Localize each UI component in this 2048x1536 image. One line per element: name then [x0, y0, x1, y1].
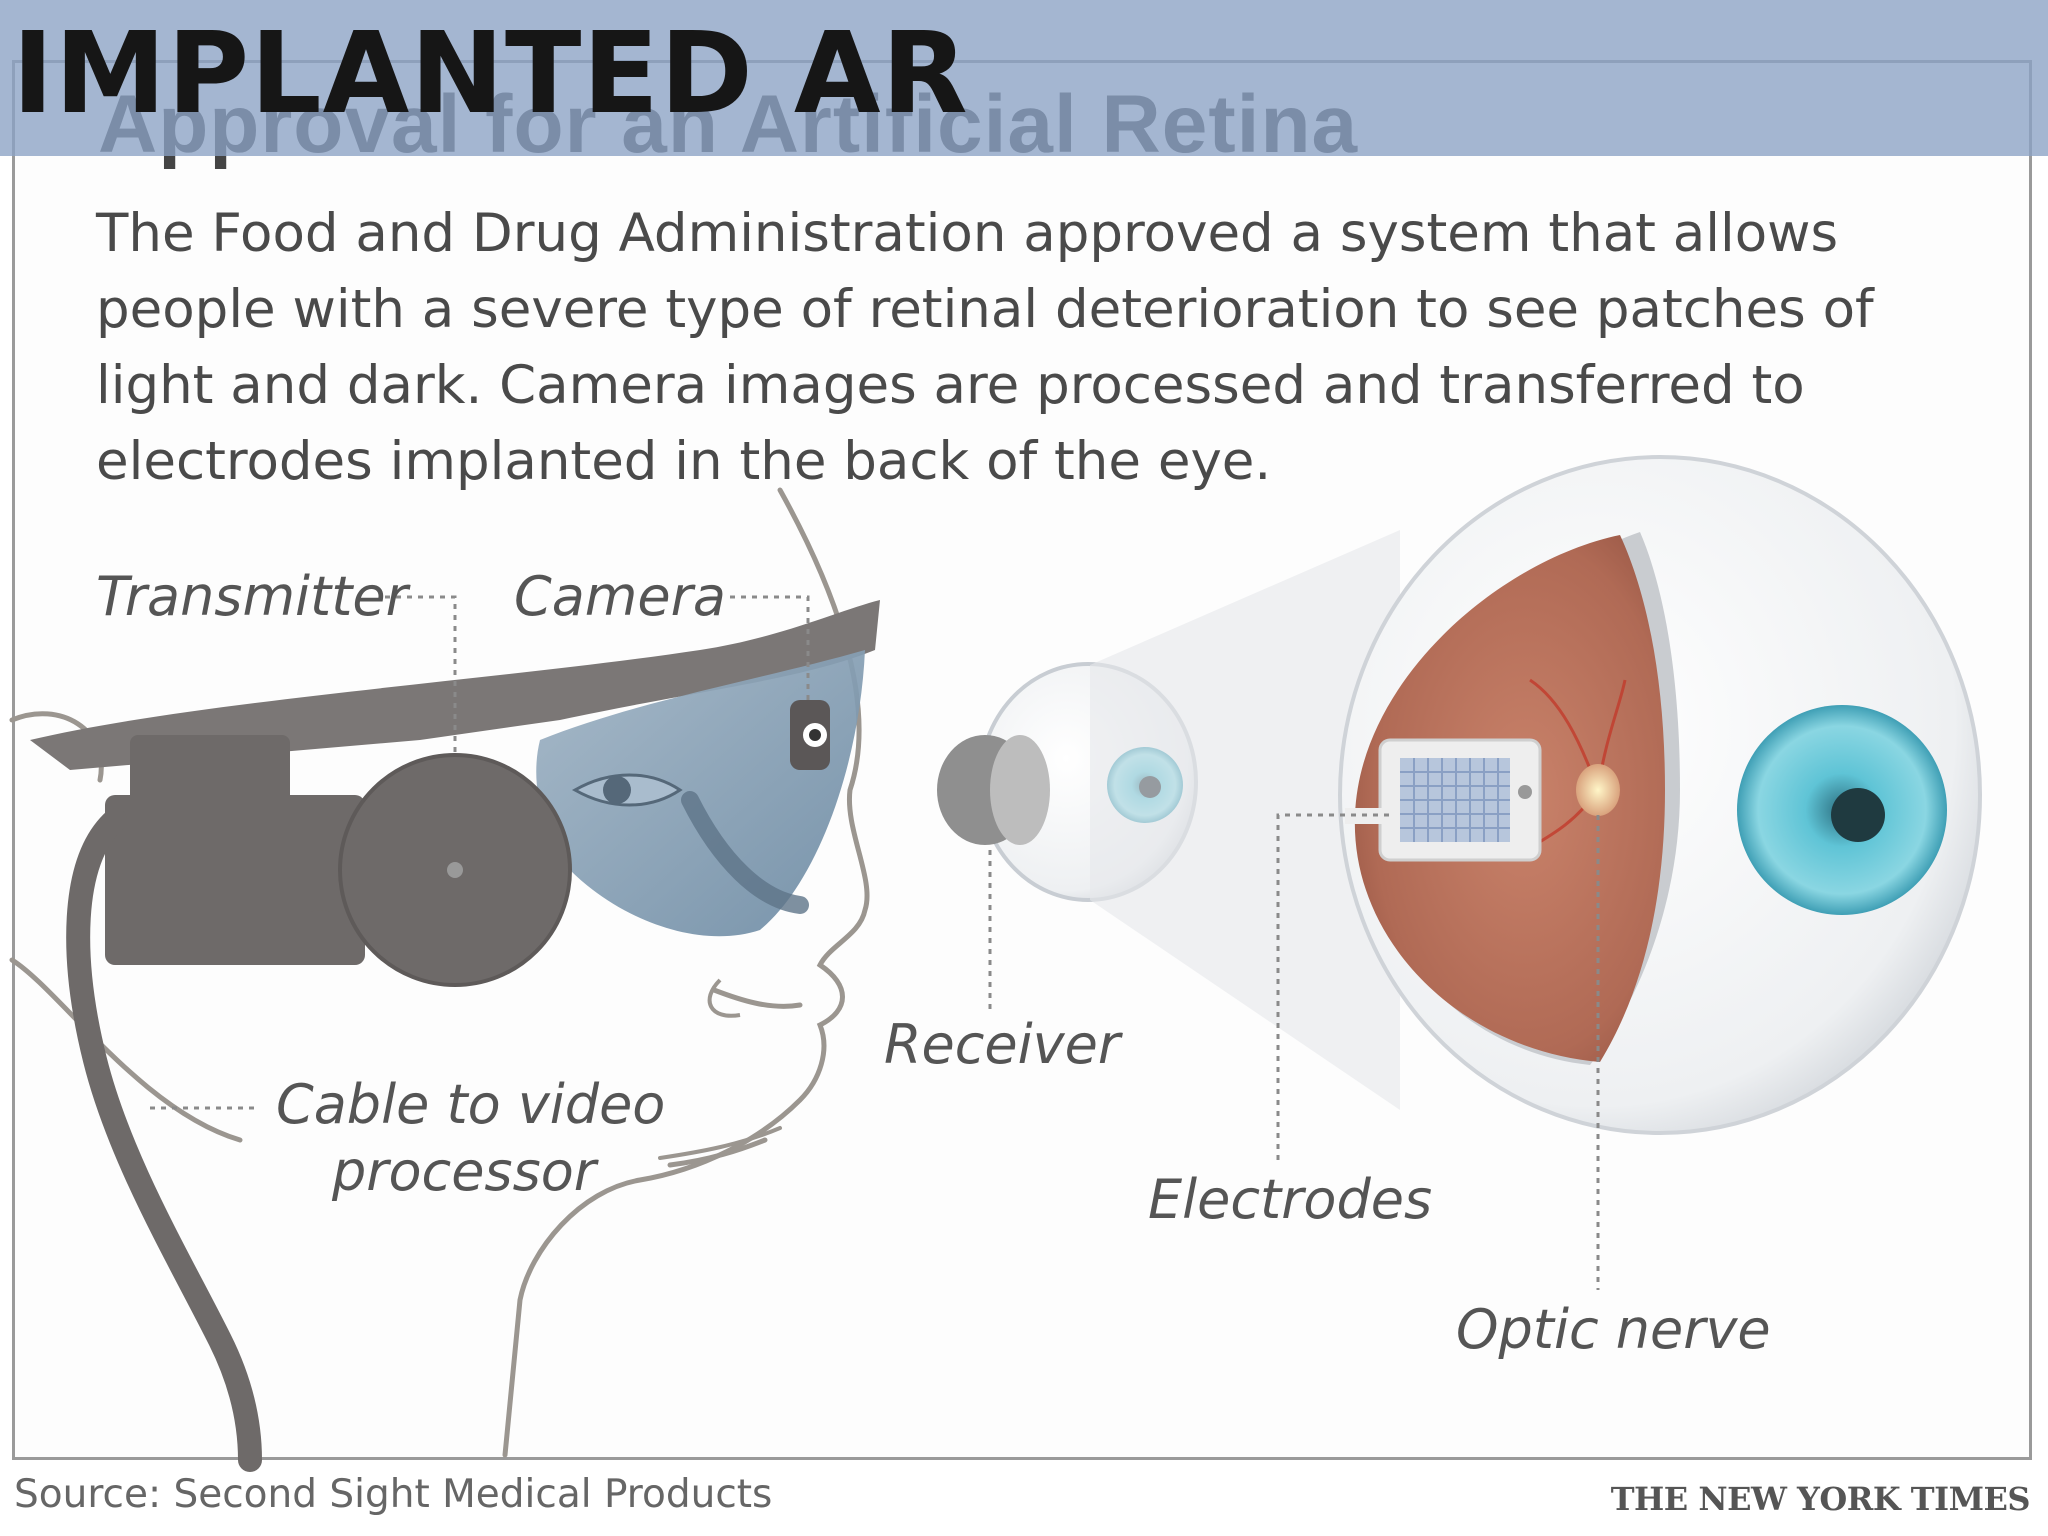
head-profile [9, 487, 870, 1458]
label-electrodes: Electrodes [1148, 1168, 1433, 1231]
label-transmitter: Transmitter [96, 565, 408, 628]
receiver-icon [937, 735, 1050, 845]
leader-lines [150, 595, 1600, 1290]
transmitter-icon [105, 735, 570, 985]
slide-title: IMPLANTED AR [12, 9, 969, 139]
label-camera: Camera [514, 565, 726, 628]
large-eyeball-icon [1338, 455, 1982, 1135]
label-receiver: Receiver [884, 1013, 1121, 1076]
camera-icon [790, 700, 830, 770]
label-optic-nerve: Optic nerve [1456, 1298, 1771, 1361]
intro-text: The Food and Drug Administration approve… [96, 203, 1874, 492]
glasses-lens-icon [536, 650, 865, 937]
magnifier-cone [1090, 530, 1400, 1110]
label-cable-line1: Cable to video [276, 1073, 666, 1136]
electrode-array-icon [1345, 738, 1542, 862]
cheek-line [707, 978, 741, 1018]
source-credit: Source: Second Sight Medical Products [14, 1472, 773, 1517]
label-cable-line2: processor [332, 1140, 596, 1203]
title-band [0, 0, 2048, 156]
publisher-credit: THE NEW YORK TIMES [1610, 1480, 2031, 1518]
optic-disc-icon [1576, 764, 1620, 816]
cable-icon [66, 808, 262, 1472]
